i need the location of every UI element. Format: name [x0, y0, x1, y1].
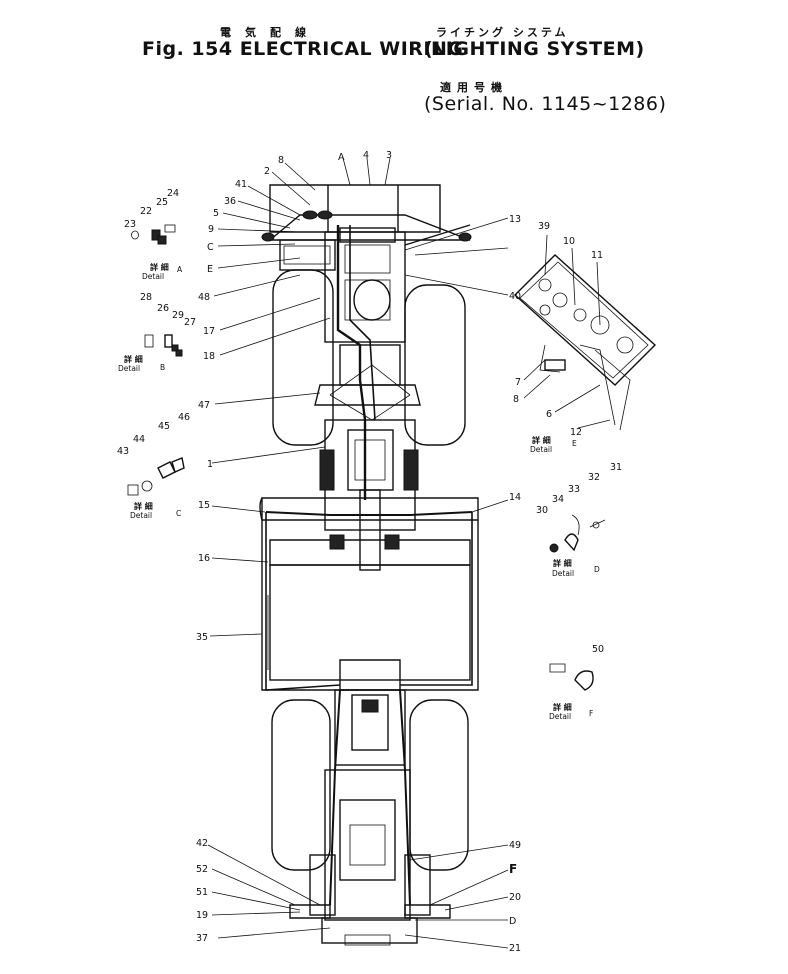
- callout-27: 27: [184, 317, 196, 328]
- title-jp-main: 電気配線: [220, 26, 320, 39]
- callout-26: 26: [157, 303, 169, 314]
- callout-48: 48: [198, 292, 210, 303]
- detail-b-jp: 詳 細: [124, 354, 143, 364]
- callout-49: 49: [509, 840, 521, 851]
- callout-40: 40: [509, 291, 521, 302]
- callout-11: 11: [591, 250, 603, 261]
- callout-19: 19: [196, 910, 208, 921]
- callout-31: 31: [610, 462, 622, 473]
- detail-d-jp: 詳 細: [553, 558, 572, 568]
- callout-41: 41: [235, 179, 247, 190]
- callout-8: 8: [278, 155, 284, 166]
- detail-b-en: Detail: [118, 364, 140, 373]
- callout-4: 4: [363, 150, 369, 161]
- callout-43: 43: [117, 446, 129, 457]
- callout-14: 14: [509, 492, 521, 503]
- detail-a-letter: A: [177, 265, 183, 274]
- front-frame: [268, 184, 471, 571]
- subtitle-jp: ライチング システム: [436, 26, 569, 39]
- callout-34: 34: [552, 494, 564, 505]
- callout-52: 52: [196, 864, 208, 875]
- detail-a-parts: [131, 224, 176, 245]
- detail-labels: 詳 細 Detail A 詳 細 Detail B 詳 細 Detail C 詳…: [118, 262, 600, 721]
- detail-c-en: Detail: [130, 511, 152, 520]
- callout-25: 25: [156, 197, 168, 208]
- detail-f-parts: [549, 663, 594, 691]
- detail-b-parts: [144, 334, 183, 357]
- callout-9: 9: [208, 224, 214, 235]
- callout-12: 12: [570, 427, 582, 438]
- detail-c-parts: [127, 457, 185, 496]
- callout-1: 1: [207, 459, 213, 470]
- callout-e: E: [207, 264, 213, 275]
- callouts: 8 A 4 3 2 41 36 5 9 C E 48 17 18 47 1 15…: [117, 150, 622, 954]
- callout-51: 51: [196, 887, 208, 898]
- callout-3: 3: [386, 150, 392, 161]
- callout-35: 35: [196, 632, 208, 643]
- detail-a-jp: 詳 細: [150, 262, 169, 272]
- callout-50: 50: [592, 644, 604, 655]
- callout-32: 32: [588, 472, 600, 483]
- serial-range: (Serial. No. 1145~1286): [424, 93, 667, 115]
- front-lamps: [261, 210, 472, 242]
- callout-13: 13: [509, 214, 521, 225]
- figure-title: Fig. 154 ELECTRICAL WIRING: [142, 38, 464, 60]
- callout-28: 28: [140, 292, 152, 303]
- callout-17: 17: [203, 326, 215, 337]
- leader-lines: [207, 157, 611, 949]
- callout-c: C: [207, 242, 214, 253]
- callout-42: 42: [196, 838, 208, 849]
- callout-20: 20: [509, 892, 521, 903]
- center-frame: [259, 497, 479, 691]
- callout-45: 45: [158, 421, 170, 432]
- callout-21: 21: [509, 943, 521, 954]
- detail-f-en: Detail: [549, 712, 571, 721]
- detail-b-letter: B: [160, 363, 165, 372]
- callout-39: 39: [538, 221, 550, 232]
- detail-f-letter: F: [589, 709, 593, 718]
- detail-c-letter: C: [176, 509, 181, 518]
- callout-44: 44: [133, 434, 145, 445]
- callout-7: 7: [515, 377, 521, 388]
- callout-47: 47: [198, 400, 210, 411]
- callout-d: D: [509, 916, 516, 927]
- callout-18: 18: [203, 351, 215, 362]
- callout-2: 2: [264, 166, 270, 177]
- subtitle: (LIGHTING SYSTEM): [424, 38, 645, 60]
- callout-15: 15: [198, 500, 210, 511]
- callout-24: 24: [167, 188, 179, 199]
- callout-36: 36: [224, 196, 236, 207]
- callout-a: A: [338, 152, 345, 163]
- callout-33: 33: [568, 484, 580, 495]
- callout-5: 5: [213, 208, 219, 219]
- detail-e-panel: [513, 254, 657, 431]
- callout-f: F: [509, 862, 517, 876]
- callout-8b: 8: [513, 394, 519, 405]
- detail-e-jp: 詳 細: [532, 435, 551, 445]
- rear-frame: [271, 689, 469, 946]
- callout-46: 46: [178, 412, 190, 423]
- detail-d-parts: [549, 514, 606, 553]
- detail-c-jp: 詳 細: [134, 501, 153, 511]
- callout-37: 37: [196, 933, 208, 944]
- callout-10: 10: [563, 236, 575, 247]
- callout-6: 6: [546, 409, 552, 420]
- callout-30: 30: [536, 505, 548, 516]
- detail-d-letter: D: [594, 565, 600, 574]
- serial-jp: 適用号機: [440, 81, 508, 94]
- wiring-harness: [265, 224, 473, 906]
- callout-16: 16: [198, 553, 210, 564]
- detail-e-en: Detail: [530, 445, 552, 454]
- detail-f-jp: 詳 細: [553, 702, 572, 712]
- detail-a-en: Detail: [142, 272, 164, 281]
- callout-29: 29: [172, 310, 184, 321]
- detail-e-letter: E: [572, 439, 577, 448]
- detail-d-en: Detail: [552, 569, 574, 578]
- callout-22: 22: [140, 206, 152, 217]
- callout-23: 23: [124, 219, 136, 230]
